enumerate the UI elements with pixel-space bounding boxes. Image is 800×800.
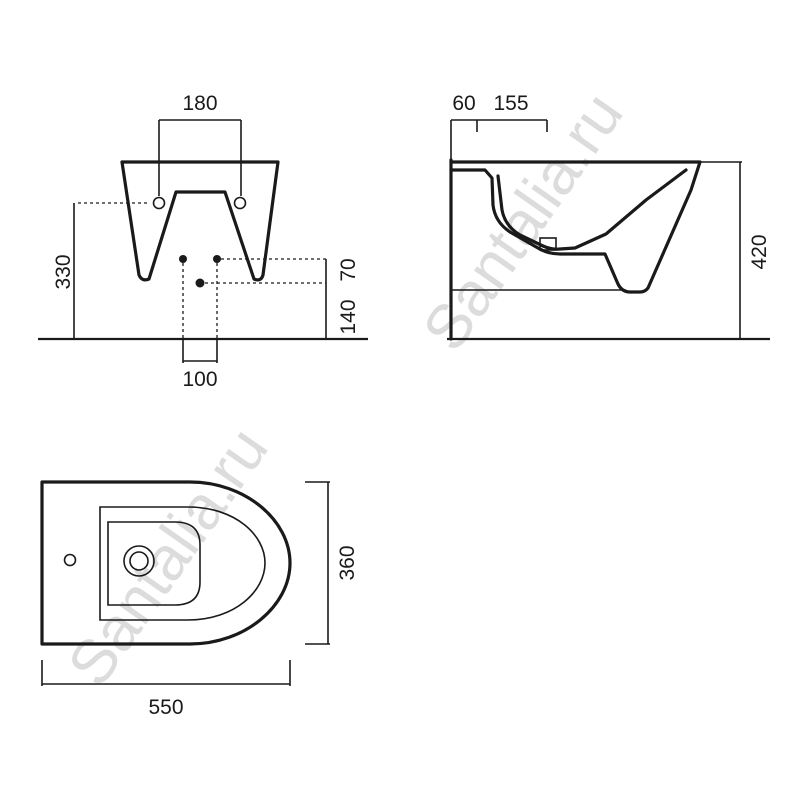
front-right-hole [233, 196, 247, 210]
side-dim-top-b-label: 155 [493, 92, 528, 115]
watermark-top-right: Santalia.ru [410, 81, 637, 363]
top-outer-outline [40, 480, 292, 646]
side-fitting-block [539, 237, 557, 251]
side-dim-height-label: 420 [748, 234, 771, 269]
front-dim-bottom-label: 100 [182, 368, 217, 391]
front-dim-100: 100 [182, 339, 218, 391]
side-dim-420: 420 [700, 161, 771, 339]
top-bowl-recess [107, 521, 201, 606]
top-dim-length-label: 550 [148, 696, 183, 719]
side-bowl-inner [496, 168, 688, 251]
front-view: 180 330 70 140 100 [38, 92, 368, 391]
front-dim-right-upper-label: 70 [337, 258, 360, 281]
front-dim-top-label: 180 [182, 92, 217, 115]
watermark-bottom-left: Santalia.ru [55, 416, 282, 698]
top-dim-360: 360 [305, 481, 359, 645]
side-body-outline [449, 160, 702, 294]
side-dim-top: 60 155 [450, 92, 548, 160]
front-dim-right-lower-label: 140 [337, 299, 360, 334]
front-dim-left-label: 330 [52, 254, 75, 289]
front-fitting-left [179, 255, 187, 263]
top-inner-bowl [99, 506, 266, 621]
top-view: 360 550 [40, 480, 359, 719]
top-drain-outer [123, 545, 155, 577]
front-dim-right: 70 140 [325, 258, 360, 339]
front-bowl-outline [120, 160, 280, 282]
top-dim-width-label: 360 [336, 545, 359, 580]
front-dim-330: 330 [52, 202, 150, 339]
side-dim-top-a-label: 60 [452, 92, 475, 115]
front-dashed-connections [182, 258, 326, 339]
front-left-hole [152, 196, 166, 210]
front-fitting-right [213, 255, 221, 263]
front-fitting-drain [195, 278, 205, 288]
top-drain-inner [129, 551, 149, 571]
side-view: 60 155 420 [447, 92, 771, 341]
top-tap-hole [63, 553, 77, 567]
top-dim-550: 550 [41, 660, 291, 719]
front-dim-180: 180 [158, 92, 242, 196]
